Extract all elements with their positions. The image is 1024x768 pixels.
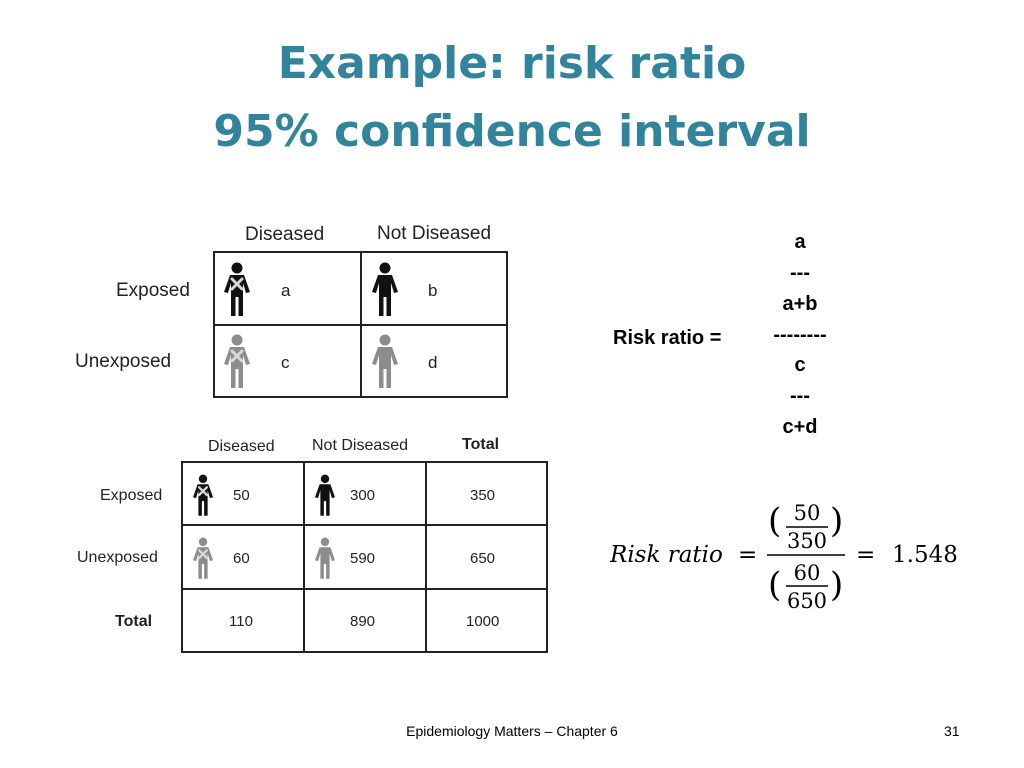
cell-value: 590 bbox=[350, 550, 376, 567]
person-diseased-icon bbox=[193, 533, 213, 583]
col-header-not-diseased: Not Diseased bbox=[377, 223, 492, 244]
person-icon bbox=[315, 533, 335, 583]
fraction-line: a+b bbox=[782, 293, 818, 315]
risk-ratio-label: Risk ratio = bbox=[613, 327, 722, 349]
row-header-unexposed: Unexposed bbox=[77, 549, 158, 566]
risk-ratio-formula: Risk ratio = ( 50 350 ) ( 60 650 ) = 1.5… bbox=[610, 501, 958, 613]
denominator-top: 60 bbox=[794, 561, 821, 585]
fraction-line: c+d bbox=[782, 416, 818, 438]
cell-c-label: c bbox=[281, 353, 290, 372]
cell-value: 1000 bbox=[466, 613, 500, 630]
paren-open: ( bbox=[768, 501, 781, 541]
row-header-exposed: Exposed bbox=[116, 280, 190, 301]
col-header-diseased: Diseased bbox=[208, 438, 275, 455]
person-diseased-icon bbox=[193, 470, 213, 520]
equals-sign: = bbox=[738, 542, 757, 568]
denominator-bottom: 650 bbox=[787, 589, 827, 613]
fraction-line: c bbox=[794, 354, 806, 376]
cell-value: 890 bbox=[350, 613, 376, 630]
cell-value: 350 bbox=[470, 487, 496, 504]
cell-value: 110 bbox=[229, 613, 253, 630]
slide-footer: Epidemiology Matters – Chapter 6 bbox=[406, 723, 618, 739]
formula-label: Risk ratio bbox=[610, 542, 723, 568]
cell-value: 60 bbox=[233, 550, 250, 567]
cell-d-label: d bbox=[428, 353, 438, 372]
person-diseased-icon bbox=[224, 262, 250, 316]
row-header-exposed: Exposed bbox=[100, 487, 163, 504]
cell-value: 300 bbox=[350, 487, 376, 504]
fraction-line: --- bbox=[790, 262, 810, 284]
col-header-diseased: Diseased bbox=[245, 224, 325, 245]
person-icon bbox=[315, 470, 335, 520]
paren-close: ) bbox=[830, 565, 843, 605]
paren-open: ( bbox=[768, 565, 781, 605]
fraction-line: -------- bbox=[773, 324, 827, 346]
table-cell bbox=[425, 588, 548, 653]
equals-sign: = bbox=[856, 542, 875, 568]
cell-value: 50 bbox=[233, 487, 250, 504]
paren-close: ) bbox=[830, 501, 843, 541]
page-number: 31 bbox=[944, 723, 960, 739]
person-icon bbox=[372, 334, 398, 388]
numerator-bottom: 350 bbox=[787, 529, 827, 553]
numerator-top: 50 bbox=[794, 501, 821, 525]
cell-d bbox=[360, 324, 508, 398]
cell-b-label: b bbox=[428, 281, 438, 300]
row-header-total: Total bbox=[115, 613, 153, 630]
col-header-not-diseased: Not Diseased bbox=[312, 437, 409, 454]
slide-title-line2: 95% confidence interval bbox=[213, 106, 811, 157]
person-icon bbox=[372, 262, 398, 316]
row-header-unexposed: Unexposed bbox=[75, 351, 172, 372]
cell-value: 650 bbox=[470, 550, 496, 567]
cell-a-label: a bbox=[281, 281, 291, 300]
col-header-total: Total bbox=[462, 436, 500, 453]
fraction-line: --- bbox=[790, 385, 810, 407]
fraction-line: a bbox=[794, 231, 806, 253]
person-diseased-icon bbox=[224, 334, 250, 388]
slide-title-line1: Example: risk ratio bbox=[277, 38, 747, 89]
formula-result: 1.548 bbox=[892, 542, 958, 568]
